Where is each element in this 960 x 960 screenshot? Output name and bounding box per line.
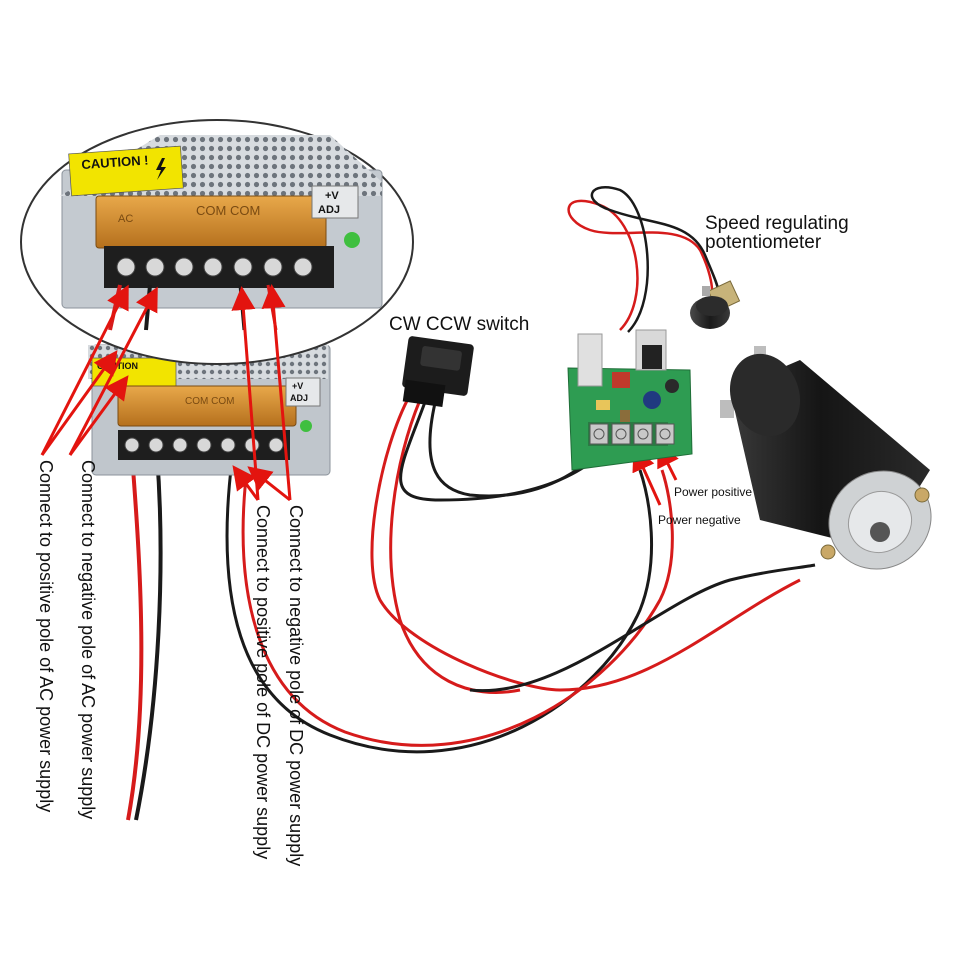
wire-ac-black	[134, 454, 163, 821]
adj-label-top-2: ADJ	[318, 204, 340, 216]
wire-pot-red	[567, 199, 714, 331]
speed-controller-board	[567, 329, 693, 471]
annotation-arrows	[40, 284, 679, 506]
wire-dc-black	[225, 459, 653, 754]
psu-ac-label-top: AC	[118, 213, 133, 225]
label-ac-positive: Connect to positive pole of AC power sup…	[36, 460, 56, 813]
terminal-screws-top	[116, 257, 313, 277]
label-ac-negative: Connect to negative pole of AC power sup…	[78, 460, 98, 820]
label-dc-negative: Connect to negative pole of DC power sup…	[286, 505, 306, 867]
speed-potentiometer	[690, 280, 741, 329]
wire-dc-red	[241, 459, 674, 747]
psu-brand-bottom: COM COM	[185, 396, 234, 407]
psu-brand-top: COM COM	[196, 203, 260, 218]
arrow-ac-positive-2	[40, 350, 118, 456]
label-dc-positive: Connect to positive pole of DC power sup…	[253, 505, 273, 860]
wires	[126, 186, 816, 821]
arrow-dc-negative-2	[247, 466, 291, 502]
wire-ac-red	[126, 454, 144, 821]
power-supply-top: CAUTION ! AC COM COM +V ADJ	[60, 135, 383, 331]
label-cw-ccw-switch: CW CCW switch	[389, 314, 530, 335]
arrow-ac-negative-2	[68, 375, 129, 456]
wire-switch-red-2	[389, 399, 521, 694]
wire-motor-black	[469, 563, 816, 693]
label-power-negative: Power negative	[658, 513, 741, 527]
controller-terminals	[589, 423, 675, 445]
dc-motor	[720, 346, 932, 570]
caution-sticker-top: CAUTION !	[81, 152, 149, 172]
wire-switch-black-2	[428, 402, 591, 498]
wire-switch-red-1	[370, 394, 801, 692]
label-power-positive: Power positive	[674, 485, 753, 499]
label-speed-potentiometer-line1: Speed regulating	[705, 213, 849, 234]
arrow-dc-negative	[261, 284, 292, 501]
arrow-ac-positive	[40, 284, 129, 456]
adj-label-bottom-1: +V	[292, 381, 303, 391]
adj-label-bottom-2: ADJ	[290, 393, 308, 403]
adj-label-top-1: +V	[325, 190, 339, 202]
wire-pot-black	[590, 186, 720, 333]
cw-ccw-switch	[402, 336, 474, 408]
label-speed-potentiometer-line2: potentiometer	[705, 232, 822, 253]
terminal-screws-bottom	[124, 437, 284, 453]
arrow-dc-positive-2	[232, 465, 260, 501]
